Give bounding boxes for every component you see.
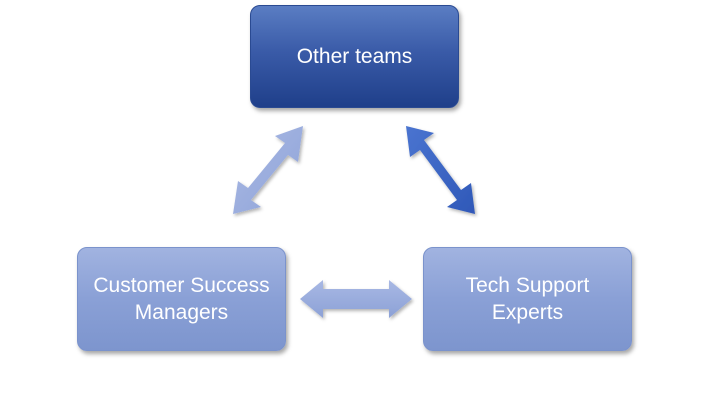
node-customer-success-managers: Customer Success Managers [77, 247, 286, 351]
arrow-left-top [233, 126, 303, 214]
node-other-teams-label: Other teams [296, 45, 413, 68]
arrow-left-right [300, 280, 412, 318]
node-tech-support-experts-label: Tech Support Experts [465, 274, 590, 324]
node-other-teams: Other teams [250, 5, 459, 108]
arrow-right-top [406, 126, 475, 214]
node-tech-support-experts: Tech Support Experts [423, 247, 632, 351]
node-customer-success-managers-label: Customer Success Managers [93, 274, 270, 324]
